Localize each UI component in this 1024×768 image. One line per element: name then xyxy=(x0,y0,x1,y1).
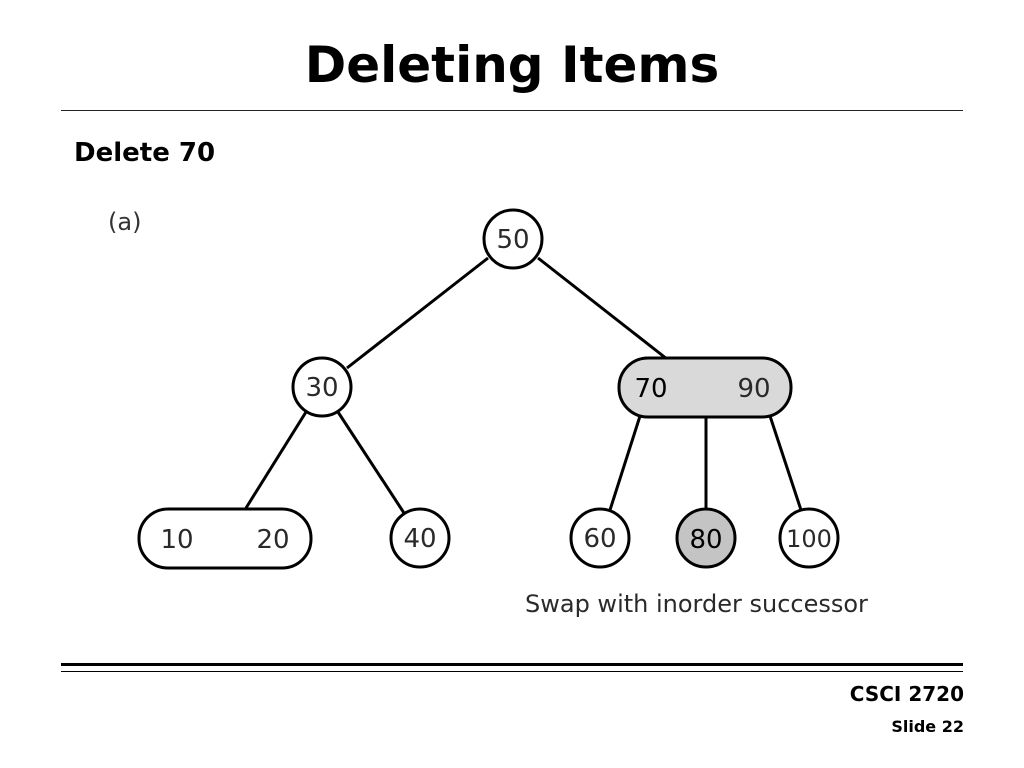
node-40-label: 40 xyxy=(403,524,436,554)
node-30 xyxy=(291,356,353,418)
node-80-label: 80 xyxy=(689,525,722,555)
footer-divider-thick xyxy=(61,663,963,666)
node-50 xyxy=(482,208,544,270)
node-70-90 xyxy=(617,356,793,419)
node-10-20 xyxy=(137,507,313,570)
title-divider xyxy=(61,110,963,111)
course-label: CSCI 2720 xyxy=(849,682,964,706)
node-40 xyxy=(389,507,451,569)
node-50-label: 50 xyxy=(496,225,529,255)
edge-30-10-20 xyxy=(244,411,308,509)
slide-number: Slide 22 xyxy=(891,717,964,736)
edge-70-60 xyxy=(608,415,642,511)
edge-30-40 xyxy=(336,411,406,514)
slide-title: Deleting Items xyxy=(304,36,720,94)
node-90-label: 90 xyxy=(737,374,770,404)
node-30-label: 30 xyxy=(305,373,338,403)
node-10-label: 10 xyxy=(160,525,193,555)
node-60-label: 60 xyxy=(583,524,616,554)
edge-50-70-90 xyxy=(537,256,668,361)
node-20-label: 20 xyxy=(256,525,289,555)
node-100-label: 100 xyxy=(786,525,832,553)
node-100 xyxy=(778,507,840,569)
panel-label: (a) xyxy=(108,208,141,236)
node-80 xyxy=(675,507,737,569)
node-60 xyxy=(569,507,631,569)
edge-90-100 xyxy=(768,415,803,511)
slide-subtitle: Delete 70 xyxy=(74,138,216,168)
diagram-caption: Swap with inorder successor xyxy=(525,590,868,618)
node-70-label: 70 xyxy=(634,374,667,404)
edge-50-30 xyxy=(346,256,489,370)
footer-divider-thin xyxy=(61,671,963,672)
